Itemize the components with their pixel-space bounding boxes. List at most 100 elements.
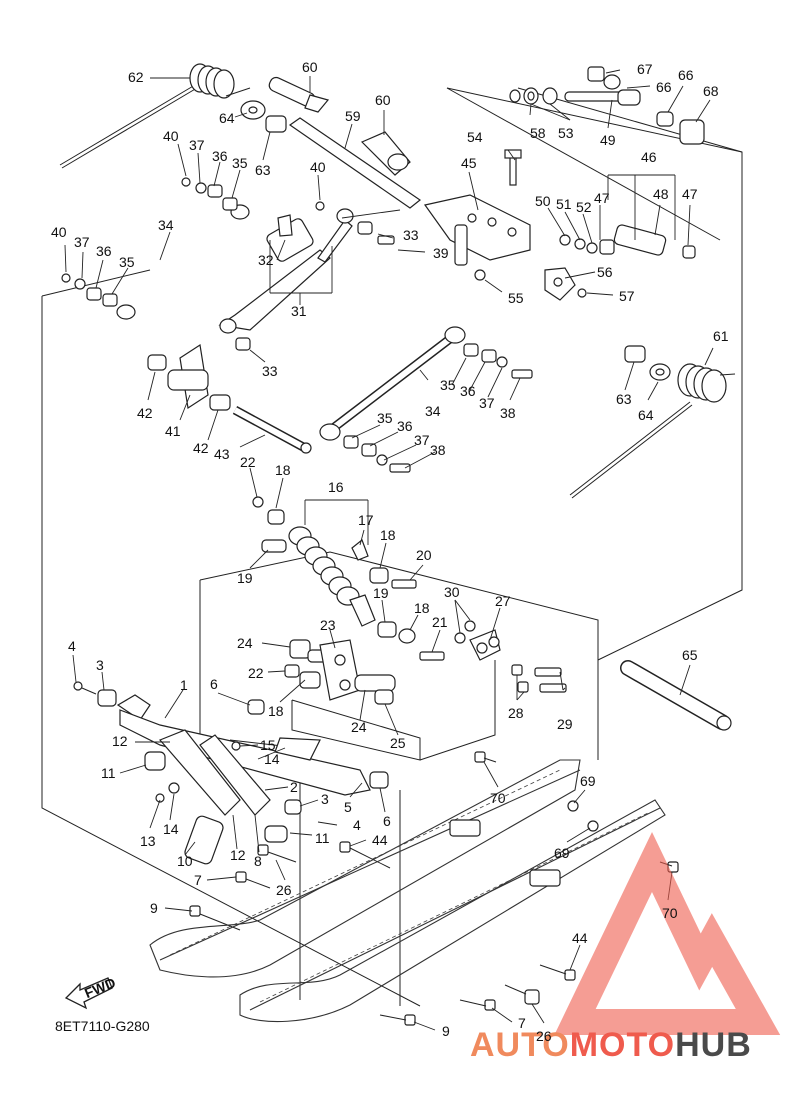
- logo-auto: AUTO: [470, 1026, 570, 1064]
- callout-44: 44: [572, 930, 588, 946]
- callout-37: 37: [479, 395, 495, 411]
- callout-36: 36: [460, 383, 476, 399]
- callout-18: 18: [414, 600, 430, 616]
- callout-29: 29: [557, 716, 573, 732]
- callout-60: 60: [375, 92, 391, 108]
- callout-31: 31: [291, 303, 307, 319]
- callout-47: 47: [594, 190, 610, 206]
- callout-38: 38: [430, 442, 446, 458]
- logo-hub: HUB: [675, 1026, 752, 1064]
- callout-58: 58: [530, 125, 546, 141]
- callout-70: 70: [662, 905, 678, 921]
- callout-3: 3: [96, 657, 104, 673]
- callout-35: 35: [440, 377, 456, 393]
- callout-61: 61: [713, 328, 729, 344]
- callout-26: 26: [536, 1028, 552, 1044]
- callout-64: 64: [638, 407, 654, 423]
- callout-22: 22: [248, 665, 264, 681]
- callout-2: 2: [290, 779, 298, 795]
- callout-51: 51: [556, 196, 572, 212]
- forward-direction-arrow: FWD: [64, 974, 118, 1010]
- callout-34: 34: [425, 403, 441, 419]
- leader-lines: [64, 69, 714, 1031]
- callout-numbers: 1 2 3 3 4 4 5 6 6 7 7 8 9 9 10 11 11 12 …: [51, 59, 729, 1044]
- callout-15: 15: [260, 737, 276, 753]
- callout-36: 36: [212, 148, 228, 164]
- callout-35: 35: [377, 410, 393, 426]
- callout-37: 37: [74, 234, 90, 250]
- callout-36: 36: [397, 418, 413, 434]
- callout-55: 55: [508, 290, 524, 306]
- callout-38: 38: [500, 405, 516, 421]
- callout-37: 37: [414, 432, 430, 448]
- callout-25: 25: [390, 735, 406, 751]
- callout-46: 46: [641, 149, 657, 165]
- callout-63: 63: [255, 162, 271, 178]
- callout-39: 39: [433, 245, 449, 261]
- callout-34: 34: [158, 217, 174, 233]
- callout-23: 23: [320, 617, 336, 633]
- callout-50: 50: [535, 193, 551, 209]
- callout-53: 53: [558, 125, 574, 141]
- callout-33: 33: [262, 363, 278, 379]
- callout-69: 69: [580, 773, 596, 789]
- logo-moto: MOTO: [570, 1026, 675, 1064]
- callout-66: 66: [656, 79, 672, 95]
- callout-11: 11: [101, 765, 116, 781]
- callout-3: 3: [321, 791, 329, 807]
- callout-33: 33: [403, 227, 419, 243]
- callout-14: 14: [264, 751, 280, 767]
- fwd-label: FWD: [82, 974, 118, 1001]
- callout-54: 54: [467, 129, 483, 145]
- callout-10: 10: [177, 853, 193, 869]
- callout-26: 26: [276, 882, 292, 898]
- callout-36: 36: [96, 243, 112, 259]
- callout-7: 7: [518, 1015, 526, 1031]
- callout-40: 40: [310, 159, 326, 175]
- callout-28: 28: [508, 705, 524, 721]
- callout-9: 9: [150, 900, 158, 916]
- callout-40: 40: [163, 128, 179, 144]
- rear-axle-shaft: [620, 660, 732, 731]
- callout-57: 57: [619, 288, 635, 304]
- rear-shock: [252, 496, 567, 693]
- callout-44: 44: [372, 832, 388, 848]
- callout-60: 60: [302, 59, 318, 75]
- callout-63: 63: [616, 391, 632, 407]
- diagram-code: 8ET7110-G280: [55, 1018, 150, 1034]
- callout-4: 4: [68, 638, 76, 654]
- upper-rods: [116, 204, 466, 441]
- automotohub-logo: AUTOMOTOHUB: [470, 831, 781, 1064]
- callout-17: 17: [358, 512, 374, 528]
- callout-32: 32: [258, 252, 274, 268]
- callout-47: 47: [682, 186, 698, 202]
- callout-27: 27: [495, 593, 511, 609]
- callout-13: 13: [140, 833, 156, 849]
- callout-30: 30: [444, 584, 460, 600]
- torsion-spring-left: [59, 63, 251, 169]
- callout-41: 41: [165, 423, 181, 439]
- callout-67: 67: [637, 61, 653, 77]
- callout-12: 12: [230, 847, 246, 863]
- slide-rails: [149, 751, 679, 1026]
- callout-69: 69: [554, 845, 570, 861]
- small-bushings: [61, 177, 533, 473]
- callout-20: 20: [416, 547, 432, 563]
- callout-45: 45: [461, 155, 477, 171]
- torsion-spring-right: [569, 363, 736, 499]
- callout-35: 35: [119, 254, 135, 270]
- callout-52: 52: [576, 199, 592, 215]
- front-arm: [73, 681, 391, 931]
- callout-56: 56: [597, 264, 613, 280]
- callout-11: 11: [315, 830, 330, 846]
- callout-5: 5: [344, 799, 352, 815]
- callout-9: 9: [442, 1023, 450, 1039]
- callout-35: 35: [232, 155, 248, 171]
- callout-1: 1: [180, 677, 188, 693]
- callout-18: 18: [275, 462, 291, 478]
- callout-6: 6: [383, 813, 391, 829]
- collars-top: [240, 100, 671, 381]
- lower-link: [247, 639, 396, 715]
- rear-pivot-parts: [147, 343, 312, 454]
- callout-12: 12: [112, 733, 128, 749]
